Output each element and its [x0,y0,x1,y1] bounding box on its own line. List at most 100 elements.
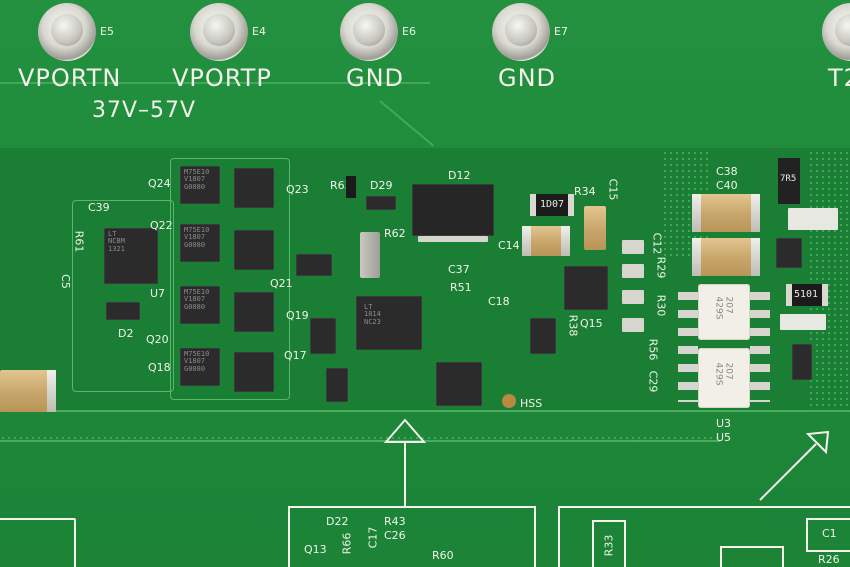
chip-marking: M75E10 V1807 G0080 [184,226,210,249]
ref-r33: R33 [602,534,616,557]
transistor-q19b [310,318,336,354]
ref-hss: HSS [520,397,543,410]
cap-end-left [692,238,701,276]
ref-c14: C14 [498,239,520,252]
transistor-r38 [530,318,556,354]
res-marking: 5101 [794,289,819,300]
mosfet-q18: M75E10 V1807 G0080 [180,348,220,386]
ref-q18: Q18 [148,361,171,374]
mosfet-q22: M75E10 V1807 G0080 [180,224,220,262]
pad-column-1 [622,240,644,254]
res-marking: 7R5 [780,174,797,184]
ref-c1: C1 [822,527,837,540]
mosfet-zone [170,158,290,400]
cap-end-left [692,194,701,232]
ref-r51: R51 [450,281,472,294]
ref-c39: C39 [88,201,110,214]
terminal-ref: E4 [252,25,266,38]
ref-q15: Q15 [580,317,603,330]
terminal-core [505,14,537,46]
capacitor-c15 [584,206,606,250]
pad-column-2 [622,264,644,278]
pad-right-2 [780,314,826,330]
ref-r29: R29 [654,256,668,279]
capacitor-c14 [522,226,570,256]
ref-r62: R62 [384,227,406,240]
diode-d29 [366,196,396,210]
mosfet-q24: M75E10 V1807 G0080 [180,166,220,204]
ref-c15: C15 [606,178,620,201]
terminal-net-label: GND [346,64,405,92]
mosfet-q19 [234,292,274,332]
u7-controller-chip: LT NCBM 1321 [104,228,158,284]
ref-r34: R34 [574,185,596,198]
trace-band-top [0,82,430,84]
transistor-q17b [326,368,348,402]
trace-band-diagonal [379,100,435,147]
terminal-ref: E5 [100,25,114,38]
cap-end-right [751,238,760,276]
opto-marking: 207 429S [713,296,734,320]
pad-column-3 [622,290,644,304]
res-marking: 1D07 [540,199,565,210]
terminal-net-label: GND [498,64,557,92]
optocoupler-u5: 207 429S [698,348,750,408]
arrow-up-icon [383,418,427,506]
chip-marking: M75E10 V1807 G0080 [184,350,210,373]
ref-r43: R43 [384,515,406,528]
cap-end-right [561,226,570,256]
cap-end-left [522,226,531,256]
d12-tab [418,236,488,242]
ref-r30: R30 [654,294,668,317]
terminal-net-label: VPORTN [18,64,122,92]
ref-c12: C12 [650,232,664,255]
terminal-ref: E7 [554,25,568,38]
pad-column-4 [622,318,644,332]
ref-r60: R60 [432,549,454,562]
ref-q21: Q21 [270,277,293,290]
cap-end-right [751,194,760,232]
terminal-core [353,14,385,46]
chip-marking: LT NCBM 1321 [108,230,125,253]
ref-r61: R61 [72,230,86,253]
ref-d2: D2 [118,327,134,340]
terminal-core [835,14,850,46]
mosfet-q21 [234,230,274,270]
arrow-diagonal-icon [759,430,830,501]
ref-r63: R63 [330,179,352,192]
ref-q20: Q20 [146,333,169,346]
ref-q19: Q19 [286,309,309,322]
mosfet-q17 [234,352,274,392]
terminal-pad-partial [822,3,850,61]
res-end-left [530,194,536,216]
terminal-pad-e5 [38,3,96,61]
ref-c37: C37 [448,263,470,276]
cap-end-right [47,370,56,412]
edge-label: T2 [828,64,850,92]
resistor-5101: 5101 [786,284,828,306]
via-field-bottom [0,435,720,443]
input-zone [72,200,174,392]
capacitor-edge-left [0,370,56,412]
ref-d12: D12 [448,169,471,182]
ref-c40: C40 [716,179,738,192]
separator-line [0,410,850,412]
resistor-7r5: 7R5 [778,158,800,204]
ref-r26: R26 [818,553,840,566]
via-field-far-right [808,150,850,410]
voltage-range-label: 37V–57V [92,98,197,123]
resistor-r63 [346,176,356,198]
ref-c18: C18 [488,295,510,308]
pad-right-1 [788,208,838,230]
silk-box-right [558,506,850,567]
silk-box-inner [720,546,784,567]
terminal-pad-e4 [190,3,248,61]
silk-box-left [0,518,76,567]
ref-c38: C38 [716,165,738,178]
terminal-pad-e7 [492,3,550,61]
mosfet-q20: M75E10 V1807 G0080 [180,286,220,324]
terminal-pad-e6 [340,3,398,61]
res-end-right [568,194,574,216]
test-point [502,394,516,408]
